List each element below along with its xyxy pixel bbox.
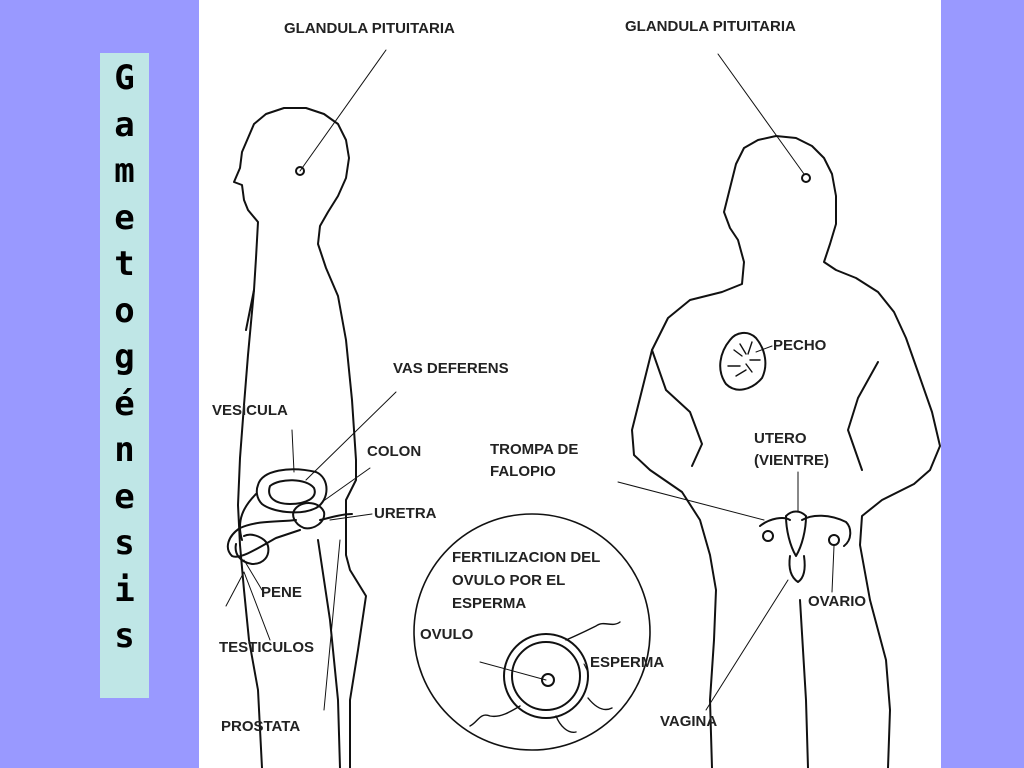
label-ovulo: OVULO	[420, 626, 474, 643]
male-body-outline	[233, 107, 367, 768]
title-letter: o	[114, 290, 135, 331]
ovum-inner	[511, 641, 581, 711]
leader-vas-deferens	[305, 391, 397, 481]
label-testiculos: TESTICULOS	[219, 639, 315, 656]
leader-trompa	[617, 481, 765, 521]
male-organs-colon	[255, 468, 328, 514]
sperm-4	[555, 715, 577, 733]
leader-ovulo	[479, 661, 547, 681]
title-letter: i	[114, 569, 135, 610]
title-letter: m	[114, 151, 135, 191]
label-fertilizacion-3: ESPERMA	[452, 595, 527, 612]
label-falopio: FALOPIO	[490, 463, 556, 480]
label-utero: UTERO	[754, 430, 807, 447]
title-letter: e	[114, 197, 135, 238]
label-vientre: (VIENTRE)	[754, 452, 829, 469]
leader-pituitary-female	[717, 53, 805, 175]
leader-testiculos	[225, 571, 271, 641]
leader-pene	[243, 559, 263, 591]
leader-vesicula	[291, 429, 295, 473]
fertilization-inset-circle	[413, 513, 651, 751]
leader-prostata	[323, 539, 341, 711]
female-ovary-right	[828, 534, 840, 546]
label-ovario: OVARIO	[808, 593, 867, 610]
title-letter: s	[114, 523, 135, 563]
male-organs-testicle	[234, 533, 270, 565]
label-vagina: VAGINA	[660, 713, 718, 730]
leader-vagina	[705, 579, 789, 711]
label-pituitary-male: GLANDULA PITUITARIA	[284, 20, 455, 37]
title-letter: G	[114, 58, 135, 98]
leader-pecho	[755, 345, 773, 353]
leader-colon	[321, 467, 371, 503]
label-fertilizacion-2: OVULO POR EL	[452, 572, 566, 589]
female-uterus	[785, 510, 807, 557]
title-letter: g	[114, 337, 135, 377]
female-breast	[719, 332, 767, 391]
ovum-outer	[503, 633, 589, 719]
leader-uretra	[329, 513, 373, 521]
female-fallopian-tubes	[759, 514, 852, 547]
male-organs-bladder	[292, 502, 326, 530]
ovum-nucleus	[541, 673, 555, 687]
leader-ovario	[831, 545, 835, 593]
male-leg-inner	[317, 539, 341, 768]
title-letter: s	[114, 616, 135, 656]
label-pituitary-female: GLANDULA PITUITARIA	[625, 18, 796, 35]
leader-esperma	[583, 663, 589, 673]
label-prostata: PROSTATA	[221, 718, 301, 735]
female-leg-inner	[799, 599, 809, 768]
female-pituitary-dot	[801, 173, 811, 183]
label-uretra: URETRA	[374, 505, 437, 522]
label-esperma: ESPERMA	[590, 654, 665, 671]
sperm-2	[469, 705, 521, 727]
label-trompa: TROMPA DE	[490, 441, 579, 458]
female-body-outline	[631, 135, 941, 768]
male-organs-vas	[238, 493, 257, 541]
title-letter: é	[114, 383, 135, 424]
label-fertilizacion-1: FERTILIZACION DEL	[452, 549, 601, 566]
male-organs-urethra	[319, 513, 353, 521]
sperm-1	[565, 621, 621, 641]
title-letter: n	[114, 430, 135, 470]
title-letter: t	[114, 244, 135, 284]
sperm-3	[587, 697, 613, 711]
side-title-box: G a m e t o g é n e s i s	[100, 53, 149, 698]
label-pene: PENE	[261, 584, 302, 601]
male-pituitary-dot	[295, 166, 305, 176]
label-vas-deferens: VAS DEFERENS	[393, 360, 509, 377]
label-vesicula: VESICULA	[212, 402, 288, 419]
leader-pituitary-male	[299, 49, 387, 172]
male-organs-penis	[226, 519, 301, 558]
male-organs-colon-inner	[268, 479, 316, 505]
male-back-line	[245, 289, 255, 331]
title-letter: e	[114, 476, 135, 517]
diagram-panel: GLANDULA PITUITARIA GLANDULA PITUITARIA …	[199, 0, 941, 768]
label-pecho: PECHO	[773, 337, 827, 354]
female-arm-right	[847, 361, 879, 471]
title-letter: a	[114, 104, 135, 145]
female-arm-left	[651, 349, 703, 467]
female-vagina	[788, 555, 806, 583]
anatomy-drawing	[225, 49, 941, 768]
label-colon: COLON	[367, 443, 422, 460]
female-ovary-left	[762, 530, 774, 542]
female-breast-ducts	[727, 341, 761, 377]
